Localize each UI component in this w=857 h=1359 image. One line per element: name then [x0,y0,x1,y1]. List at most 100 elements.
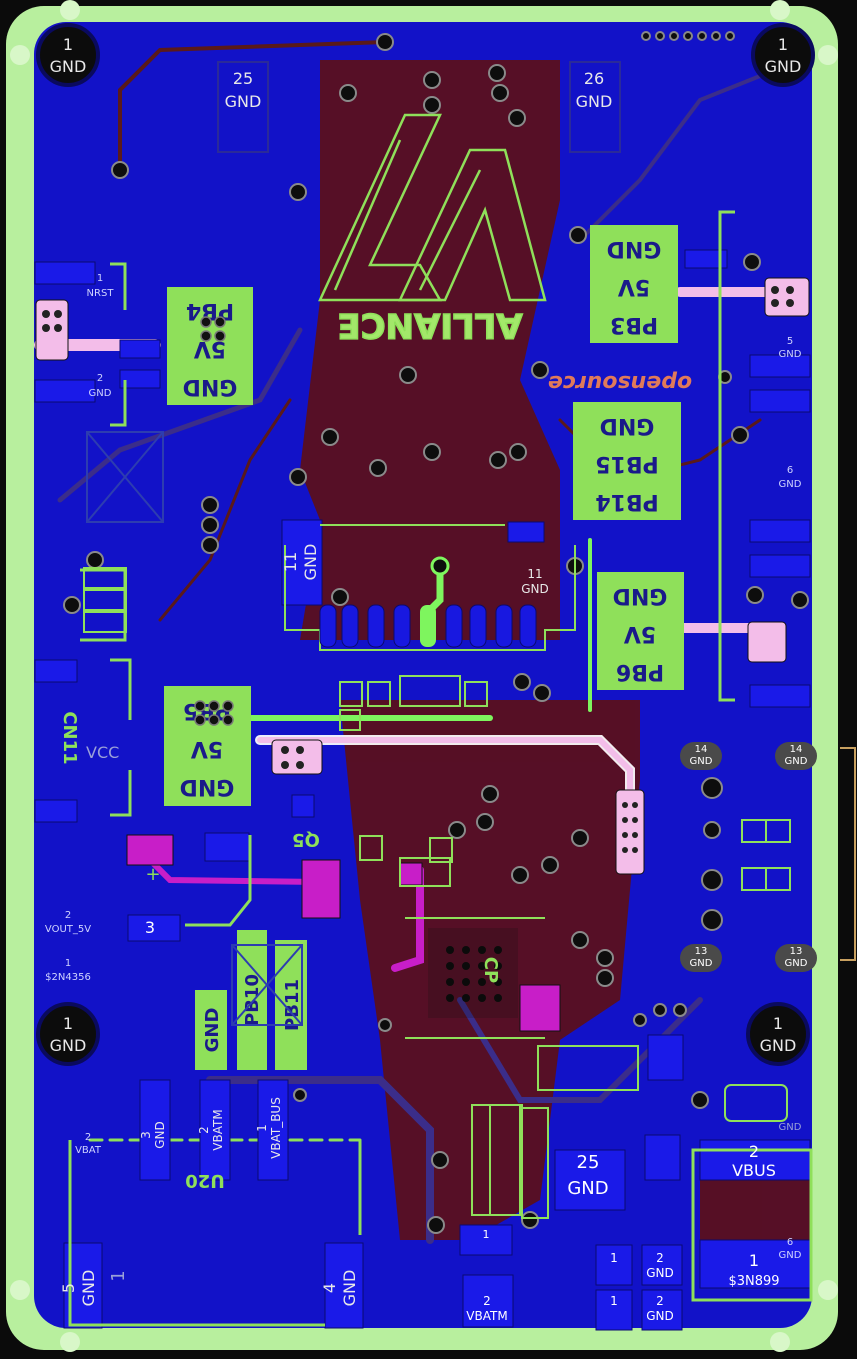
svg-text:3: 3 [139,1131,153,1139]
svg-text:GND: GND [301,544,320,581]
gnd-pair-a: 2 GND [646,1251,674,1280]
svg-text:2: 2 [656,1251,664,1265]
svg-text:GND: GND [785,756,808,767]
svg-text:GND: GND [340,1270,359,1307]
pad-6-right: 6 GND [779,465,802,490]
svg-text:2: 2 [197,1126,211,1134]
silk-block-right-top: PB3 5V GND [590,225,678,343]
svg-text:14: 14 [695,744,708,755]
svg-text:GND: GND [89,388,112,399]
u20-pin3-gnd: 3 GND [139,1121,167,1149]
svg-text:1: 1 [65,958,71,969]
silk-block-left-low: GND 5V PB5 [164,686,251,806]
svg-text:GND: GND [79,1270,98,1307]
header-pads-left [83,567,127,633]
pad-11-right: 11 GND [521,567,549,596]
plus-marker: + [145,864,160,885]
debug-pad-holes [42,286,794,853]
header-vias [641,31,735,41]
gnd-small-right: GND [779,1122,802,1133]
svg-text:GND: GND [760,1036,797,1055]
pad-26-gnd: 26 GND [569,61,621,153]
svg-text:25: 25 [577,1152,600,1173]
svg-text:GND: GND [153,1121,167,1149]
u20-label: U20 [185,1170,225,1191]
svg-text:VBUS: VBUS [732,1161,776,1180]
pad-13-b: 13 GND [785,946,808,969]
pad-13-a: 13 GND [690,946,713,969]
svg-text:GND: GND [646,1309,674,1323]
switch-outline [86,431,303,1026]
mounting-hole-mid-left: 1 GND [36,1002,100,1066]
svg-text:GND: GND [202,1008,223,1053]
mounting-hole-top-left: 1 GND [36,23,100,87]
pad-14-a: 14 GND [690,744,713,767]
pad-1-bottom: 1 [108,1270,129,1281]
svg-text:1: 1 [778,35,788,54]
magenta-pads [126,834,561,1032]
svg-text:6: 6 [787,1237,793,1248]
svg-text:GND: GND [600,413,655,438]
svg-text:GND: GND [521,582,549,596]
svg-text:5V: 5V [624,621,656,646]
silk-block-right-low: PB6 5V GND [597,572,684,690]
svg-text:2: 2 [656,1294,664,1308]
svg-text:VBAT_BUS: VBAT_BUS [269,1097,283,1159]
svg-text:VBAT: VBAT [75,1145,102,1156]
cp-silk: CP [480,957,501,983]
svg-text:2: 2 [483,1294,491,1308]
pad-5-right: 5 GND [779,336,802,360]
svg-text:26: 26 [584,69,604,88]
svg-text:1: 1 [749,1251,759,1270]
svg-text:5V: 5V [618,274,650,299]
net-2n4356-label: 1 $2N4356 [45,958,91,983]
svg-text:5: 5 [59,1283,78,1293]
vbus-label: 2 VBUS [732,1142,776,1180]
svg-text:PB6: PB6 [616,659,664,684]
header-pads [194,316,234,726]
mcu-via-green [430,556,450,576]
vbat-label: 2 VBAT [75,1132,102,1156]
svg-text:GND: GND [779,349,802,360]
svg-text:1: 1 [63,1014,73,1033]
pad-25-bottom: 25 GND [567,1152,608,1199]
mounting-hole-mid-right: 1 GND [746,1002,810,1066]
svg-text:5V: 5V [191,736,223,761]
svg-text:VBATM: VBATM [466,1309,507,1323]
svg-text:PB3: PB3 [610,312,658,337]
svg-text:NRST: NRST [87,288,115,299]
qfn-chip [405,917,545,1039]
mcu-footprint [284,524,813,1302]
svg-text:PB14: PB14 [595,489,659,514]
pad-3-label: 3 [145,918,155,937]
svg-text:GND: GND [180,774,235,799]
svg-text:13: 13 [790,946,803,957]
svg-text:GND: GND [50,1036,87,1055]
svg-text:GND: GND [779,479,802,490]
pad-6-bottom-right: 6 GND [779,1237,802,1261]
svg-text:1: 1 [97,273,103,284]
vout-5v-label: 2 VOUT_5V [45,910,91,935]
svg-text:PB11: PB11 [282,979,303,1031]
svg-text:VBATM: VBATM [211,1109,225,1150]
svg-text:GND: GND [785,958,808,969]
svg-text:GND: GND [690,958,713,969]
svg-text:PB10: PB10 [242,974,263,1026]
svg-text:11: 11 [527,567,542,581]
svg-text:5: 5 [787,336,793,347]
svg-text:14: 14 [790,744,803,755]
svg-text:VOUT_5V: VOUT_5V [45,924,91,935]
pad-1-pair-b: 1 [610,1294,618,1308]
alliance-logo-text: ALLIANCE [337,305,522,345]
svg-text:6: 6 [787,465,793,476]
svg-text:2: 2 [65,910,71,921]
pad-nrst: 1 NRST 2 GND [87,273,115,399]
silk-block-left-top: GND 5V PB4 [167,287,253,405]
svg-text:GND: GND [576,92,613,111]
svg-text:2: 2 [85,1132,91,1143]
svg-text:GND: GND [50,57,87,76]
svg-text:GND: GND [225,92,262,111]
alliance-logo [318,113,547,302]
pad-11-left: 11 GND [281,544,320,581]
